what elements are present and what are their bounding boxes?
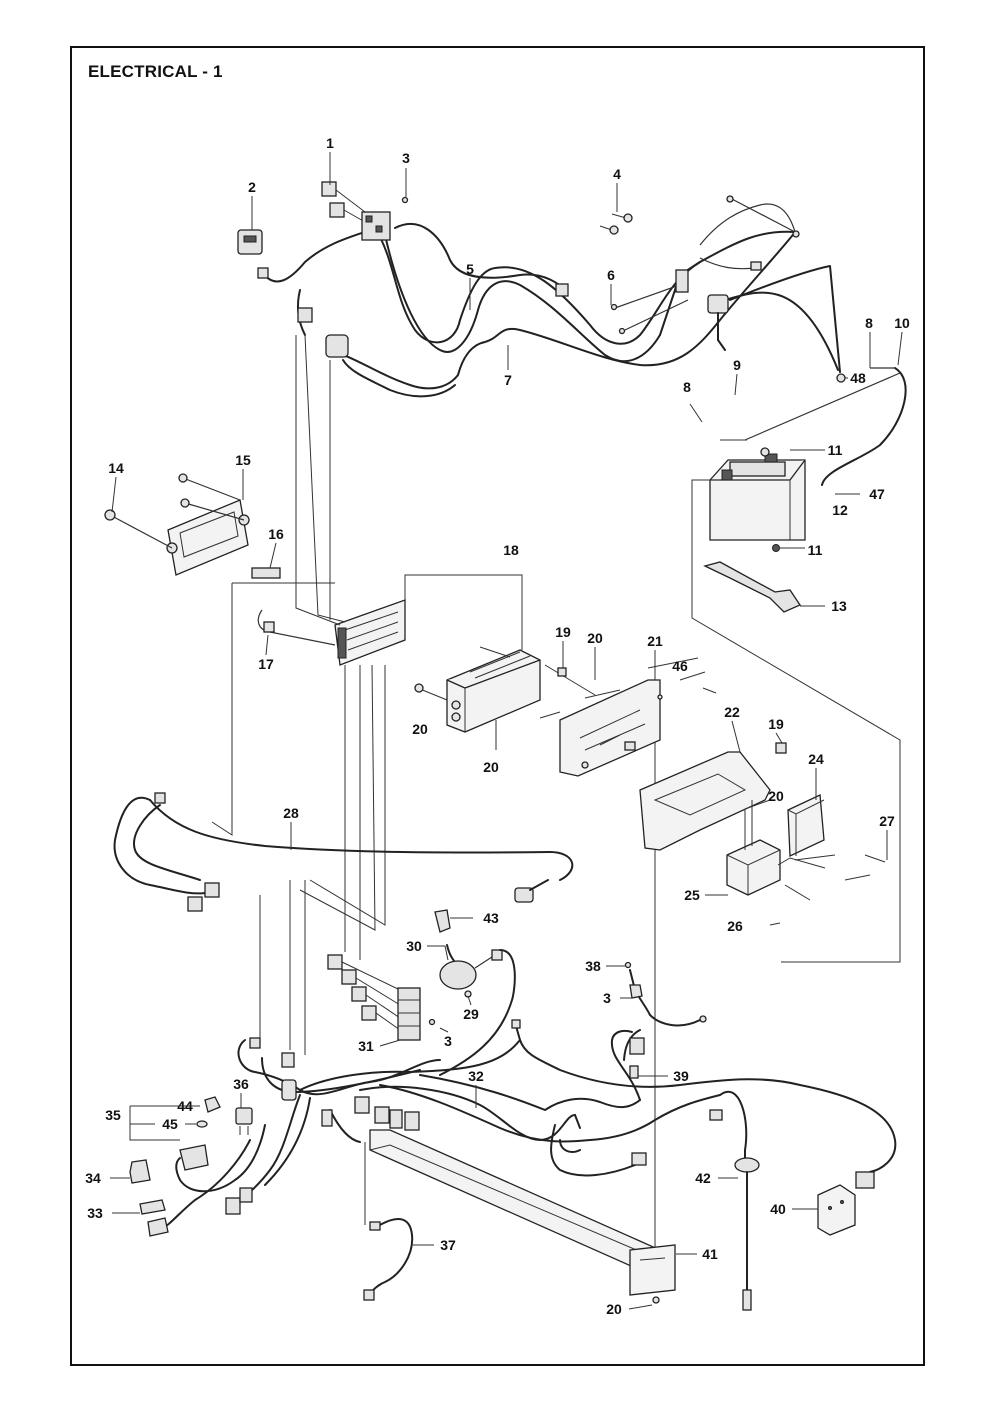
callout-24: 24 [808, 751, 824, 767]
module-25 [726, 800, 781, 896]
nut-11-bottom [772, 544, 780, 552]
callout-26: 26 [727, 918, 743, 934]
connector-2 [237, 229, 269, 279]
callout-35: 35 [105, 1107, 121, 1123]
main-wire-harness-top [261, 195, 800, 398]
callout-39: 39 [673, 1068, 689, 1084]
wire-37 [363, 1218, 414, 1301]
callout-5: 5 [466, 261, 474, 277]
leader-lines [211, 334, 656, 1290]
callout-7: 7 [504, 372, 512, 388]
callout-29: 29 [463, 1006, 479, 1022]
clip-19-top [557, 667, 567, 677]
callout-13: 13 [831, 598, 847, 614]
sensor-42 [734, 1157, 760, 1311]
callout-9: 9 [733, 357, 741, 373]
callout-3-right: 3 [603, 990, 611, 1006]
rail-41 [369, 1129, 676, 1296]
callout-28: 28 [283, 805, 299, 821]
callout-3-mid: 3 [444, 1033, 452, 1049]
bracket-21 [559, 679, 663, 777]
screw-8 [689, 403, 703, 423]
callout-15: 15 [235, 452, 251, 468]
callout-11-top: 11 [827, 442, 843, 458]
callout-leaders [110, 152, 903, 1310]
callout-44: 44 [177, 1098, 193, 1114]
callout-17: 17 [258, 656, 274, 672]
callout-48: 48 [850, 370, 866, 386]
callout-20-left: 20 [412, 721, 428, 737]
relay-39 [623, 1029, 645, 1079]
circuit-board [334, 599, 406, 666]
callout-34: 34 [85, 1170, 101, 1186]
battery-cable-9 [707, 265, 841, 373]
callout-45: 45 [162, 1116, 178, 1132]
callout-11-bottom: 11 [807, 542, 823, 558]
module-24 [787, 794, 825, 858]
battery-strap-13 [703, 561, 801, 613]
callout-25: 25 [684, 887, 700, 903]
callout-32: 32 [468, 1068, 484, 1084]
switch-30 [434, 909, 516, 1076]
callout-30: 30 [406, 938, 422, 954]
callout-4: 4 [613, 166, 621, 182]
callout-43: 43 [483, 910, 499, 926]
callout-40: 40 [770, 1201, 786, 1217]
callout-42: 42 [695, 1170, 711, 1186]
diagram-frame [70, 46, 925, 1366]
bracket-22 [639, 751, 771, 851]
bolts-4 [599, 213, 633, 335]
cable-38 [624, 961, 707, 1027]
callout-19-top: 19 [555, 624, 571, 640]
battery-12 [709, 453, 806, 541]
connector-top-mid [297, 307, 313, 323]
wire-harness-28 [113, 792, 574, 912]
callout-41: 41 [702, 1246, 718, 1262]
callout-20-top: 20 [587, 630, 603, 646]
battery-group-frame [691, 479, 901, 963]
clip-19-right [775, 742, 787, 754]
callout-47: 47 [869, 486, 885, 502]
callout-10: 10 [894, 315, 910, 331]
relay-assembly [321, 181, 409, 241]
module-40 [817, 1184, 856, 1236]
callout-2: 2 [248, 179, 256, 195]
switch-cluster [129, 1096, 253, 1237]
battery-cable-10 [744, 367, 907, 486]
callout-18: 18 [503, 542, 519, 558]
relay-bank-31 [327, 954, 421, 1041]
callout-22: 22 [724, 704, 740, 720]
callout-20-foot: 20 [606, 1301, 622, 1317]
callout-16: 16 [268, 526, 284, 542]
screws-20 [419, 646, 561, 750]
callout-36: 36 [233, 1076, 249, 1092]
callout-27: 27 [879, 813, 895, 829]
callout-38: 38 [585, 958, 601, 974]
diagram-title: ELECTRICAL - 1 [88, 62, 223, 81]
callout-1: 1 [326, 135, 334, 151]
label-16 [251, 567, 281, 579]
callout-8-top: 8 [865, 315, 873, 331]
callout-33: 33 [87, 1205, 103, 1221]
terminal-11-top [760, 447, 770, 457]
callout-12: 12 [832, 502, 848, 518]
callout-14: 14 [108, 460, 124, 476]
callout-46: 46 [672, 658, 688, 674]
callout-37: 37 [440, 1237, 456, 1253]
callout-20-right: 20 [768, 788, 784, 804]
fuse-holder [325, 334, 349, 358]
controller-module-15 [104, 473, 250, 576]
callout-19-right: 19 [768, 716, 784, 732]
callout-21: 21 [647, 633, 663, 649]
callout-20-bottom: 20 [483, 759, 499, 775]
ecu-18 [446, 649, 541, 733]
callout-31: 31 [358, 1038, 374, 1054]
callout-3-top: 3 [402, 150, 410, 166]
nut-48 [836, 373, 846, 383]
callout-6: 6 [607, 267, 615, 283]
callout-8-left: 8 [683, 379, 691, 395]
